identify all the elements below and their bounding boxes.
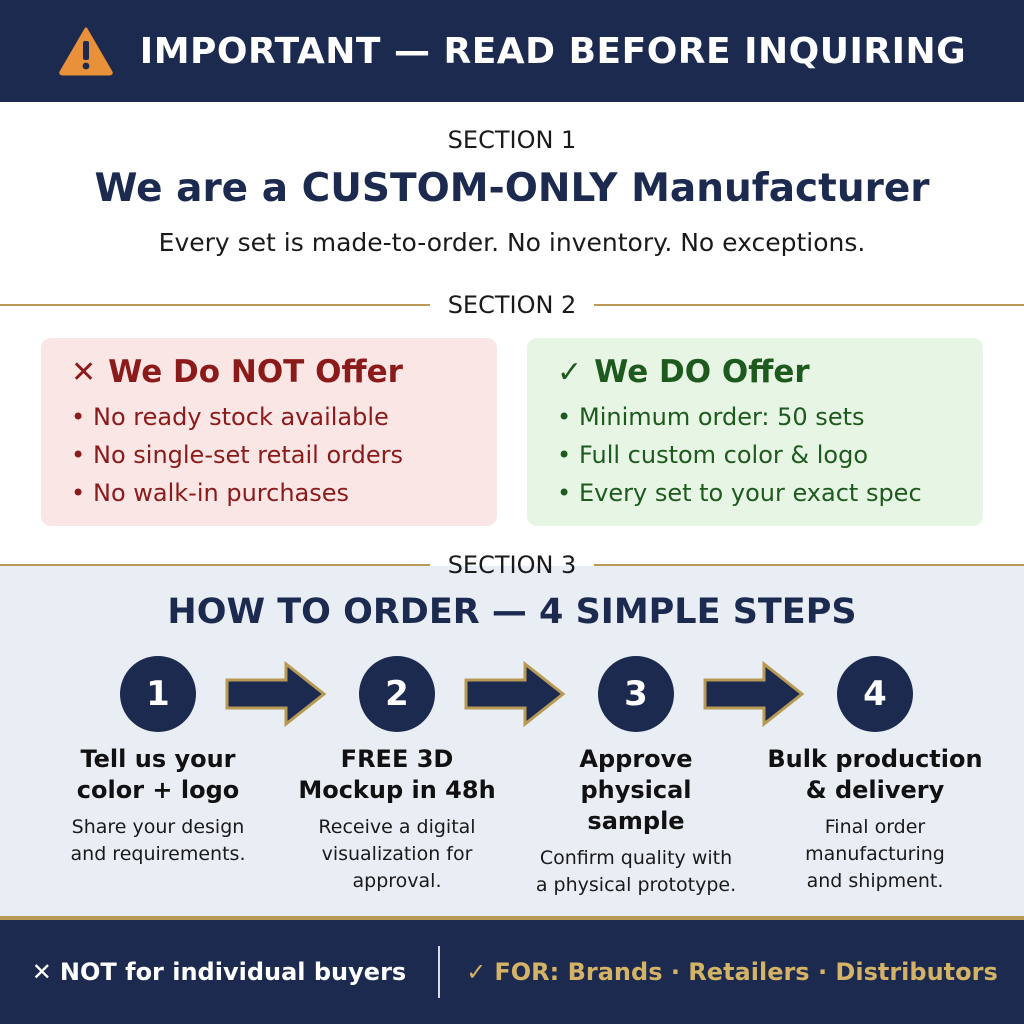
x-mark-icon: ✕ [31, 958, 52, 986]
section-2-label: SECTION 2 [447, 291, 577, 319]
step-1-desc: Share your design and requirements. [70, 816, 246, 865]
divider-line [0, 564, 430, 566]
arrow-right-icon [464, 660, 566, 728]
divider-line [594, 564, 1024, 566]
step-2-desc: Receive a digital visualization for appr… [318, 816, 476, 892]
step-1-title: Tell us your color + logo [76, 745, 240, 804]
x-mark-icon: ✕ [71, 354, 97, 390]
not-offer-box: ✕ We Do NOT Offer •No ready stock availa… [41, 338, 497, 526]
step-3-circle: 3 [598, 656, 674, 732]
section-3-panel [0, 566, 1024, 918]
gold-divider [0, 916, 1024, 920]
section-3-label: SECTION 3 [447, 551, 577, 579]
list-item: •No single-set retail orders [71, 441, 403, 469]
footer-banner: ✕NOT for individual buyers ✓FOR: Brands … [0, 920, 1024, 1024]
do-offer-box: ✓ We DO Offer •Minimum order: 50 sets •F… [527, 338, 983, 526]
list-item: •Every set to your exact spec [557, 479, 922, 507]
section-2-divider: SECTION 2 [0, 290, 1024, 320]
step-1-circle: 1 [120, 656, 196, 732]
step-4-title: Bulk production & delivery [767, 745, 983, 804]
step-4-text: Bulk production & delivery Final order m… [759, 744, 991, 895]
do-offer-title: We DO Offer [594, 354, 810, 390]
section-1-label: SECTION 1 [447, 126, 577, 154]
step-2-circle: 2 [359, 656, 435, 732]
footer-not-for: ✕NOT for individual buyers [0, 958, 438, 986]
header-title: IMPORTANT — READ BEFORE INQUIRING [139, 30, 967, 72]
not-offer-heading: ✕ We Do NOT Offer [71, 354, 467, 390]
section-3-divider: SECTION 3 [0, 550, 1024, 580]
step-3-desc: Confirm quality with a physical prototyp… [535, 847, 737, 896]
arrow-right-icon [225, 660, 327, 728]
warning-triangle-icon [59, 27, 113, 76]
check-mark-icon: ✓ [557, 354, 583, 390]
footer-left-text: NOT for individual buyers [59, 958, 407, 986]
step-3-title: Approve physical sample [579, 745, 693, 835]
do-offer-heading: ✓ We DO Offer [557, 354, 953, 390]
footer-right-text: FOR: Brands · Retailers · Distributors [494, 958, 998, 986]
not-offer-title: We Do NOT Offer [108, 354, 403, 390]
step-4-desc: Final order manufacturing and shipment. [805, 816, 945, 892]
not-offer-list: •No ready stock available •No single-set… [71, 398, 467, 512]
divider-line [0, 304, 430, 306]
step-1-text: Tell us your color + logo Share your des… [42, 744, 274, 868]
section-1-subtitle: Every set is made-to-order. No inventory… [158, 228, 866, 257]
step-3-text: Approve physical sample Confirm quality … [520, 744, 752, 899]
step-4-circle: 4 [837, 656, 913, 732]
footer-divider [438, 946, 440, 998]
divider-line [594, 304, 1024, 306]
section-3-title: HOW TO ORDER — 4 SIMPLE STEPS [167, 592, 857, 632]
header-banner: IMPORTANT — READ BEFORE INQUIRING [0, 0, 1024, 102]
do-offer-list: •Minimum order: 50 sets •Full custom col… [557, 398, 953, 512]
footer-for: ✓FOR: Brands · Retailers · Distributors [440, 958, 1024, 986]
list-item: •No ready stock available [71, 403, 389, 431]
section-1-title: We are a CUSTOM-ONLY Manufacturer [94, 166, 930, 211]
step-2-text: FREE 3D Mockup in 48h Receive a digital … [281, 744, 513, 895]
step-2-title: FREE 3D Mockup in 48h [298, 745, 496, 804]
list-item: •Minimum order: 50 sets [557, 403, 865, 431]
check-mark-icon: ✓ [466, 958, 487, 986]
arrow-right-icon [703, 660, 805, 728]
list-item: •Full custom color & logo [557, 441, 869, 469]
list-item: •No walk-in purchases [71, 479, 350, 507]
